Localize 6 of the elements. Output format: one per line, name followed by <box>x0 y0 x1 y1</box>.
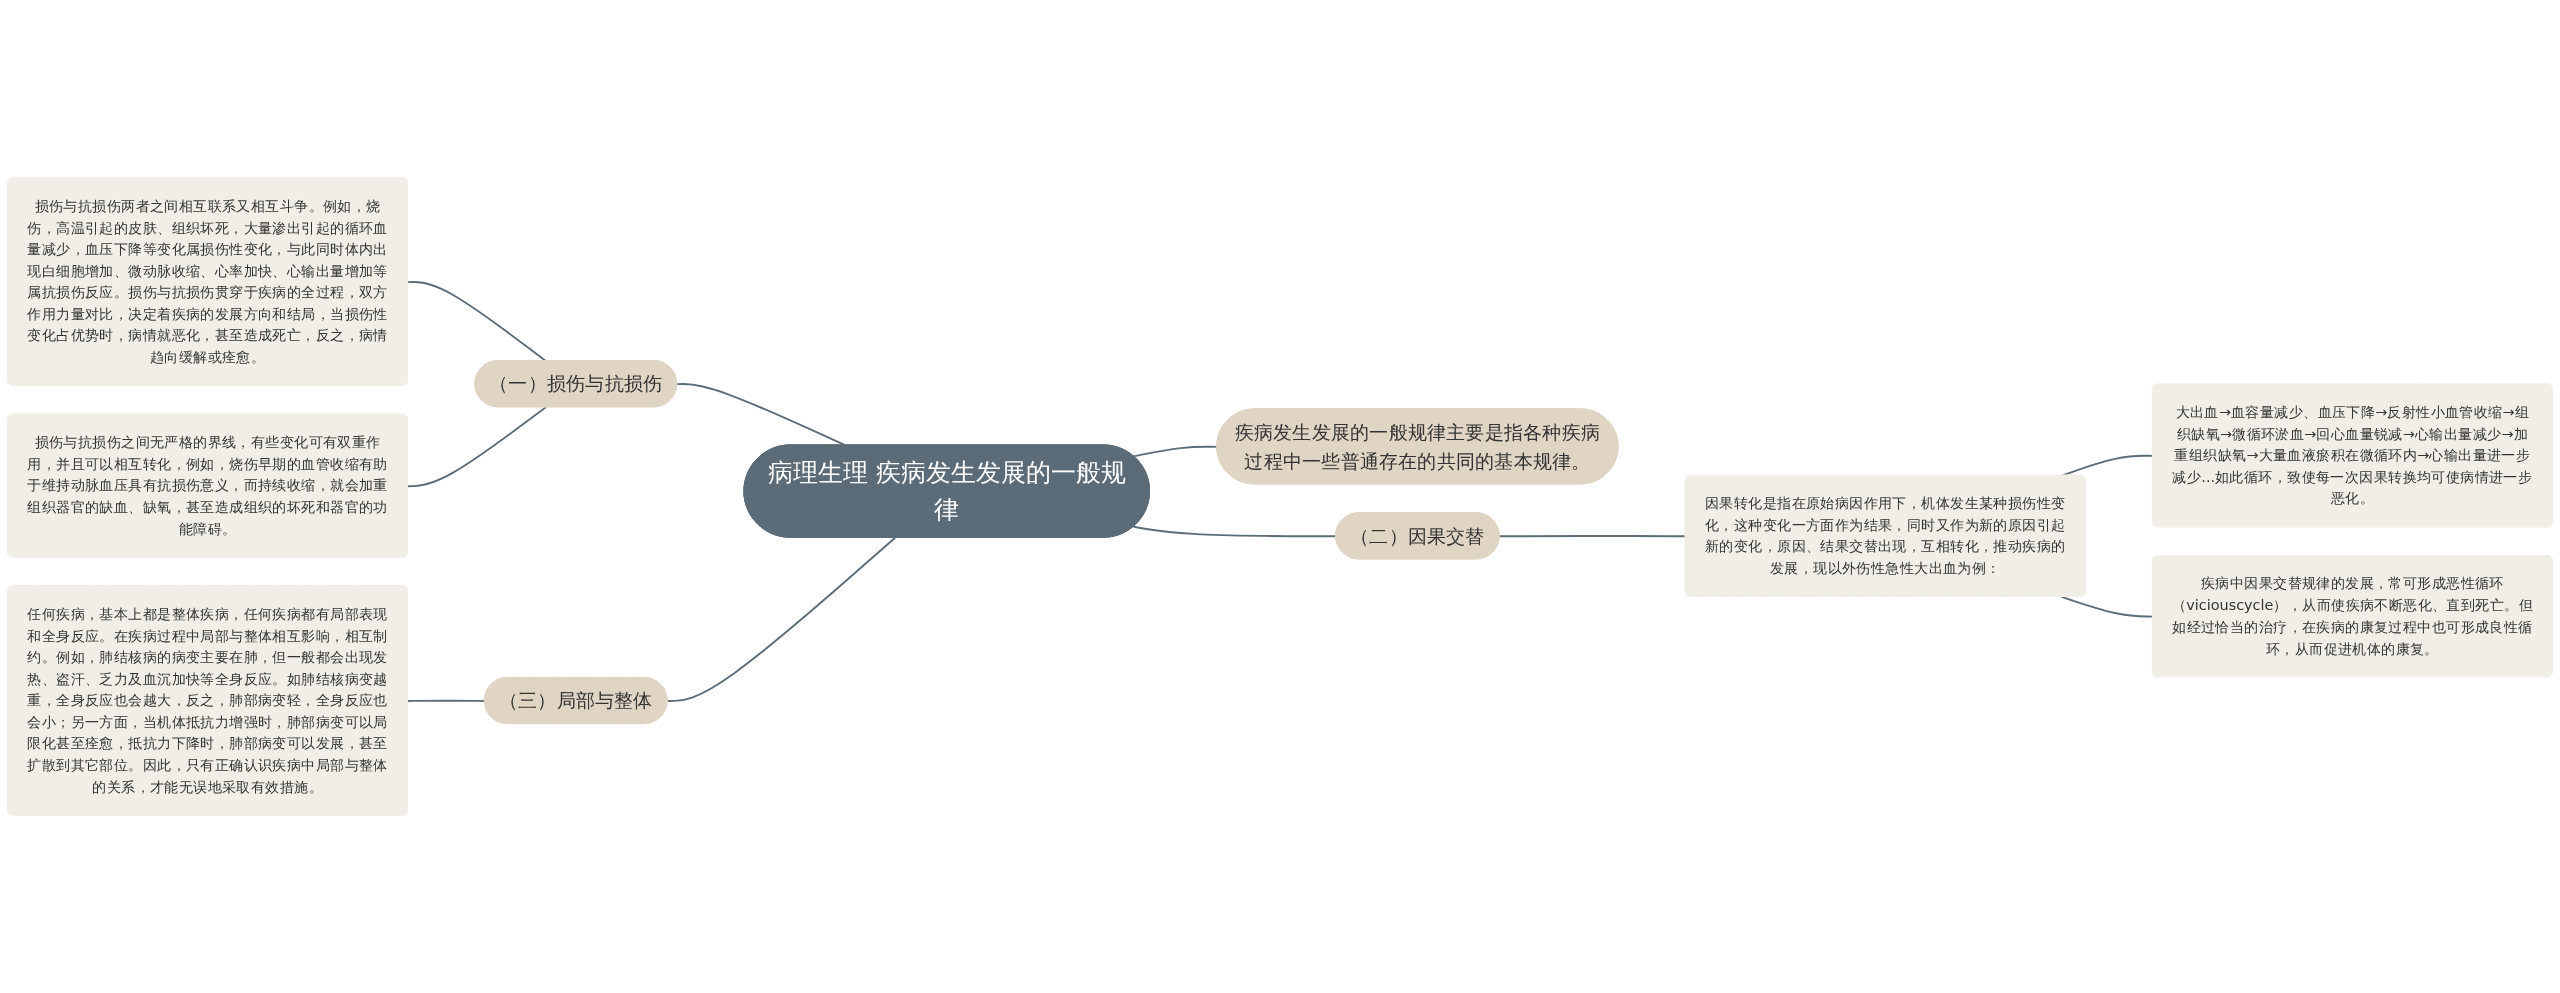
connector <box>407 699 486 702</box>
connector <box>407 406 547 488</box>
connector <box>666 536 897 702</box>
connector <box>1498 535 1687 538</box>
connector <box>1132 525 1338 538</box>
connector <box>2060 595 2154 618</box>
